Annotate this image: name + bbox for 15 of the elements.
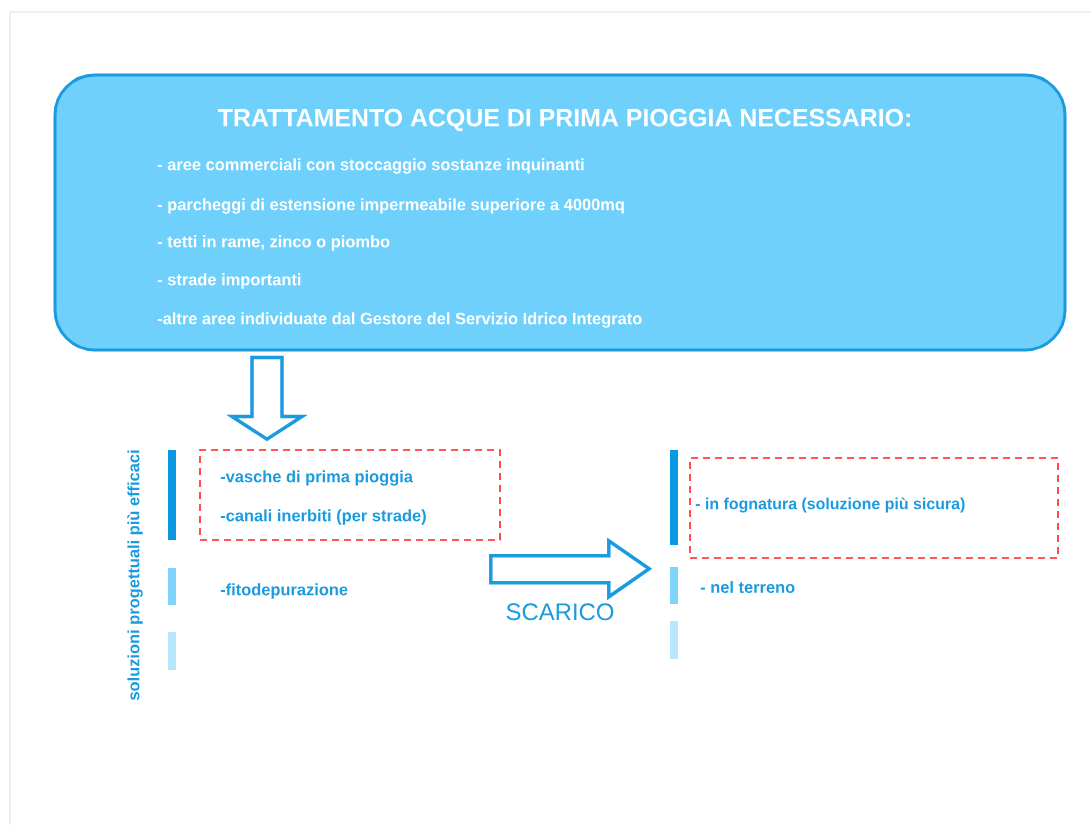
list-item: - parcheggi di estensione impermeabile superiore a 4000mq	[157, 198, 624, 214]
block-arrow	[489, 537, 653, 601]
list-item: -vasche di prima pioggia	[220, 470, 414, 486]
edge-label: SCARICO	[506, 603, 614, 621]
list-item: - aree commerciali con stoccaggio sostanze inquinanti	[157, 158, 584, 174]
box-heading: TRATTAMENTO ACQUE DI PRIMA PIOGGIA NECESSARIO:	[217, 108, 910, 132]
block-arrow	[226, 355, 308, 442]
list-item: - in fognatura (soluzione più sicura)	[695, 497, 965, 513]
list-item: -altre aree individuate dal Gestore del Servizio Idrico Integrato	[157, 312, 642, 328]
side-label: soluzioni progettuali più efficaci	[127, 450, 143, 700]
list-item: - tetti in rame, zinco o piombo	[157, 235, 390, 251]
list-item: -fitodepurazione	[220, 583, 348, 599]
list-item: - strade importanti	[157, 273, 301, 289]
list-item: - nel terreno	[700, 580, 795, 594]
list-item: -canali inerbiti (per strade)	[220, 509, 426, 525]
